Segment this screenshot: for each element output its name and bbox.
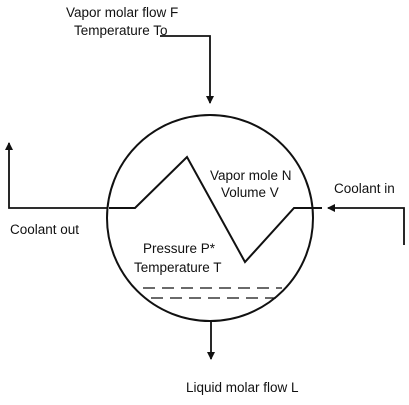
coolant-out-arrow [5,142,107,209]
feed-inlet-arrow [160,35,214,104]
temperature-label: Temperature T [134,260,222,275]
coolant-in-label: Coolant in [334,181,395,196]
volume-label: Volume V [221,185,279,200]
liquid-flow-label: Liquid molar flow L [186,380,299,395]
feed-temperature-label: Temperature To [74,23,168,38]
cooling-coil [109,155,322,264]
vapor-mole-label: Vapor mole N [210,168,292,183]
feed-flow-label: Vapor molar flow F [66,5,178,20]
coolant-in-arrow [327,204,405,245]
coolant-out-label: Coolant out [10,222,79,237]
vessel-circle [106,114,314,322]
pressure-label: Pressure P* [143,241,216,256]
